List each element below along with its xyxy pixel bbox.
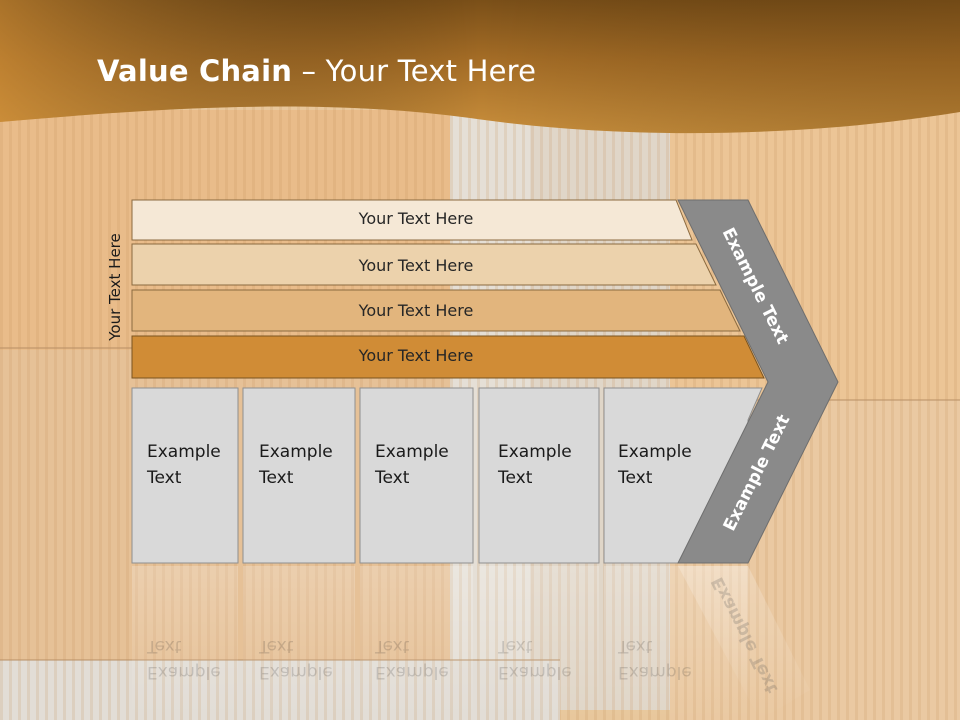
bar-1-label: Your Text Here [358, 209, 474, 228]
cell-3 [359, 387, 474, 564]
bar-3 [131, 289, 741, 332]
bar-4 [131, 335, 765, 379]
cell-4 [478, 387, 600, 564]
bar-2 [131, 243, 717, 286]
cell-2 [242, 387, 356, 564]
bar-4-label: Your Text Here [358, 346, 474, 365]
bar-3-label: Your Text Here [358, 301, 474, 320]
bar-1 [131, 199, 693, 241]
title-rest: – Your Text Here [292, 54, 537, 88]
slide-title: Value Chain – Your Text Here [97, 54, 536, 88]
cell-1 [131, 387, 239, 564]
reflection [132, 566, 810, 720]
bar-2-label: Your Text Here [358, 256, 474, 275]
title-bold: Value Chain [97, 54, 293, 88]
value-chevron [677, 199, 839, 564]
